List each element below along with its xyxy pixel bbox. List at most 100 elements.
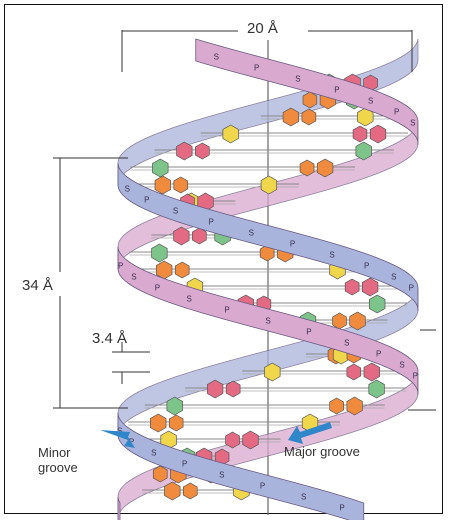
backbone-letter: S xyxy=(187,295,192,304)
base-hexagon xyxy=(173,176,189,194)
backbone-letter: P xyxy=(306,328,311,337)
base-hexagon xyxy=(207,379,224,399)
backbone-letter: P xyxy=(224,306,229,315)
groove-arrows xyxy=(100,422,332,448)
base-hexagon xyxy=(174,261,190,279)
backbone-letter: S xyxy=(173,207,178,216)
backbone-letter: S xyxy=(265,317,270,326)
base-hexagon xyxy=(222,124,239,144)
base-hexagon xyxy=(329,397,344,415)
strand-a-front-ribbon xyxy=(195,38,419,146)
backbone-letter: S xyxy=(131,273,136,282)
base-pair xyxy=(154,141,394,161)
base-pair xyxy=(130,158,356,178)
backbone-letter: P xyxy=(376,350,381,359)
base-pair xyxy=(242,362,402,382)
backbone-letter: P xyxy=(364,262,369,271)
backbone-letter: S xyxy=(399,361,404,370)
backbone-letter: S xyxy=(214,53,219,62)
base-hexagon xyxy=(332,312,347,330)
base-hexagon xyxy=(195,142,210,160)
base-hexagon xyxy=(264,362,281,382)
base-hexagon xyxy=(369,124,387,144)
backbone-letter: S xyxy=(368,97,373,106)
base-hexagon xyxy=(154,175,171,195)
major-groove-label: Major groove xyxy=(284,444,360,459)
base-pair xyxy=(185,379,407,399)
backbone-letter: S xyxy=(125,185,130,194)
base-hexagon xyxy=(151,243,168,263)
backbone-letter: S xyxy=(391,273,396,282)
strand-b-front-ribbon xyxy=(117,412,365,520)
backbone-letter: P xyxy=(209,218,214,227)
base-hexagon xyxy=(152,158,169,178)
base-hexagon xyxy=(363,362,380,382)
dimension-lines xyxy=(53,30,436,411)
base-pair xyxy=(128,413,340,433)
base-hexagon xyxy=(346,396,363,416)
width-label: 20 Å xyxy=(243,20,282,37)
base-hexagon xyxy=(225,380,241,398)
pitch-label: 34 Å xyxy=(22,277,53,294)
backbone-letter: S xyxy=(117,427,122,436)
backbone-letter: S xyxy=(410,119,415,128)
backbone-letter: P xyxy=(254,64,259,73)
base-spacing-label: 3.4 Å xyxy=(92,330,128,347)
base-hexagon xyxy=(152,465,168,483)
backbone-letter: P xyxy=(129,438,134,447)
backbone-letter: P xyxy=(334,86,339,95)
base-hexagon xyxy=(176,141,193,161)
backbone-letter: P xyxy=(290,240,295,249)
base-hexagon xyxy=(344,278,360,296)
backbone-letter: P xyxy=(155,284,160,293)
base-hexagon xyxy=(164,481,181,501)
base-pair xyxy=(144,396,385,416)
base-hexagon xyxy=(346,363,362,381)
base-hexagon xyxy=(302,91,318,109)
backbone-letter: P xyxy=(394,108,399,117)
diagram-frame xyxy=(4,4,443,514)
base-pair xyxy=(132,175,299,195)
base-hexagon xyxy=(168,414,184,432)
backbone-letter: P xyxy=(409,284,414,293)
backbone-letter: S xyxy=(301,493,306,502)
backbone-letter: S xyxy=(295,75,300,84)
backbone-letter: P xyxy=(144,196,149,205)
strand-a-front-ribbon xyxy=(117,246,419,396)
strand-b-front-ribbon xyxy=(117,162,419,312)
base-hexagon xyxy=(225,431,240,449)
base-hexagon xyxy=(166,396,183,416)
base-hexagon xyxy=(173,226,190,246)
base-hexagon xyxy=(242,430,259,450)
base-pair xyxy=(138,430,281,450)
base-hexagon xyxy=(369,294,386,314)
base-hexagon xyxy=(260,175,278,195)
base-hexagon xyxy=(282,107,300,127)
backbone-letter: S xyxy=(344,339,349,348)
base-hexagon xyxy=(357,107,374,127)
base-hexagon xyxy=(192,227,207,245)
backbone-letter: P xyxy=(260,482,265,491)
base-hexagon xyxy=(361,277,379,297)
backbone-letter: S xyxy=(219,471,224,480)
backbone-letter: P xyxy=(118,262,123,271)
base-hexagon xyxy=(299,159,315,177)
base-pair xyxy=(134,260,368,280)
backbone-letter: S xyxy=(151,449,156,458)
base-hexagon xyxy=(349,311,366,331)
backbone-letter: P xyxy=(339,504,344,513)
base-hexagon xyxy=(316,158,334,178)
major-groove-arrow xyxy=(288,422,332,444)
base-hexagon xyxy=(182,482,198,500)
backbone-letter: S xyxy=(329,251,334,260)
base-hexagon xyxy=(352,125,368,143)
base-hexagon xyxy=(150,413,167,433)
backbone-letter: P xyxy=(413,372,418,381)
minor-groove-label: Minor groove xyxy=(38,445,78,475)
base-hexagon xyxy=(355,141,372,161)
minor-groove-arrow xyxy=(100,430,135,448)
base-pair xyxy=(200,124,408,144)
base-hexagon xyxy=(368,379,385,399)
